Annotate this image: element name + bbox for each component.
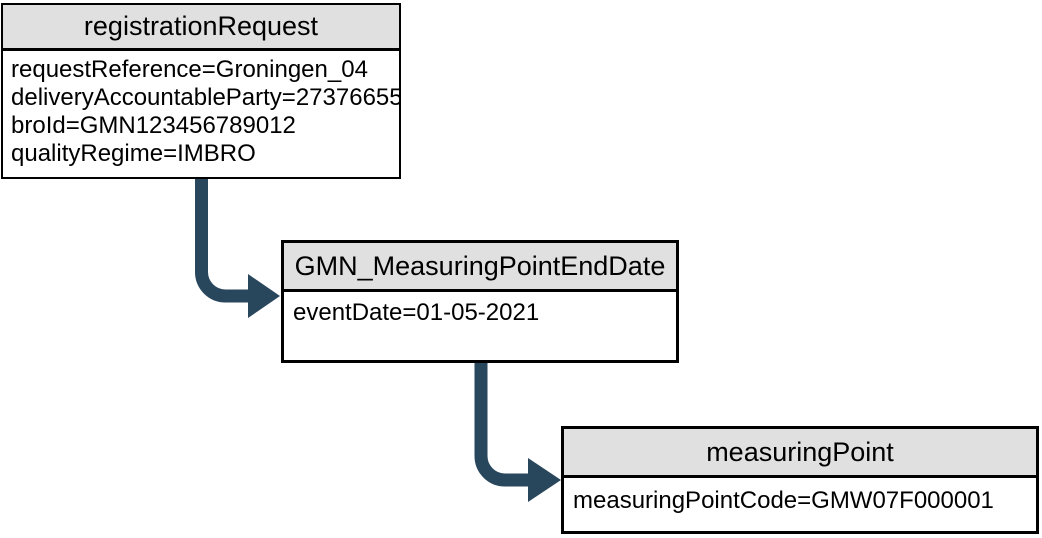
arrowhead-icon <box>528 458 561 502</box>
edge-registrationRequest-to-GMN_MeasuringPointEndDate <box>195 178 280 318</box>
arrowhead-icon <box>248 274 280 318</box>
node-gmn-measuring-point-end-date: GMN_MeasuringPointEndDate eventDate=01-0… <box>281 240 679 363</box>
node-title: measuringPoint <box>564 429 1036 478</box>
edge-GMN_MeasuringPointEndDate-to-measuringPoint <box>474 361 561 502</box>
attribute-event-date: eventDate=01-05-2021 <box>293 299 540 326</box>
node-title: GMN_MeasuringPointEndDate <box>284 243 676 292</box>
attribute-delivery-accountable-party: deliveryAccountableParty=27376655 <box>11 84 399 111</box>
attribute-quality-regime: qualityRegime=IMBRO <box>11 140 256 167</box>
node-registration-request: registrationRequest requestReference=Gro… <box>1 3 401 179</box>
node-attributes: eventDate=01-05-2021 <box>284 292 676 327</box>
node-attributes: measuringPointCode=GMW07F000001 <box>564 478 1036 515</box>
edge-line <box>474 361 529 487</box>
node-title: registrationRequest <box>3 5 399 51</box>
node-attributes: requestReference=Groningen_04 deliveryAc… <box>3 51 399 168</box>
attribute-measuring-point-code: measuringPointCode=GMW07F000001 <box>573 487 994 514</box>
attribute-bro-id: broId=GMN123456789012 <box>11 112 296 139</box>
node-measuring-point: measuringPoint measuringPointCode=GMW07F… <box>561 426 1039 534</box>
edge-line <box>195 178 249 303</box>
attribute-request-reference: requestReference=Groningen_04 <box>11 56 368 83</box>
